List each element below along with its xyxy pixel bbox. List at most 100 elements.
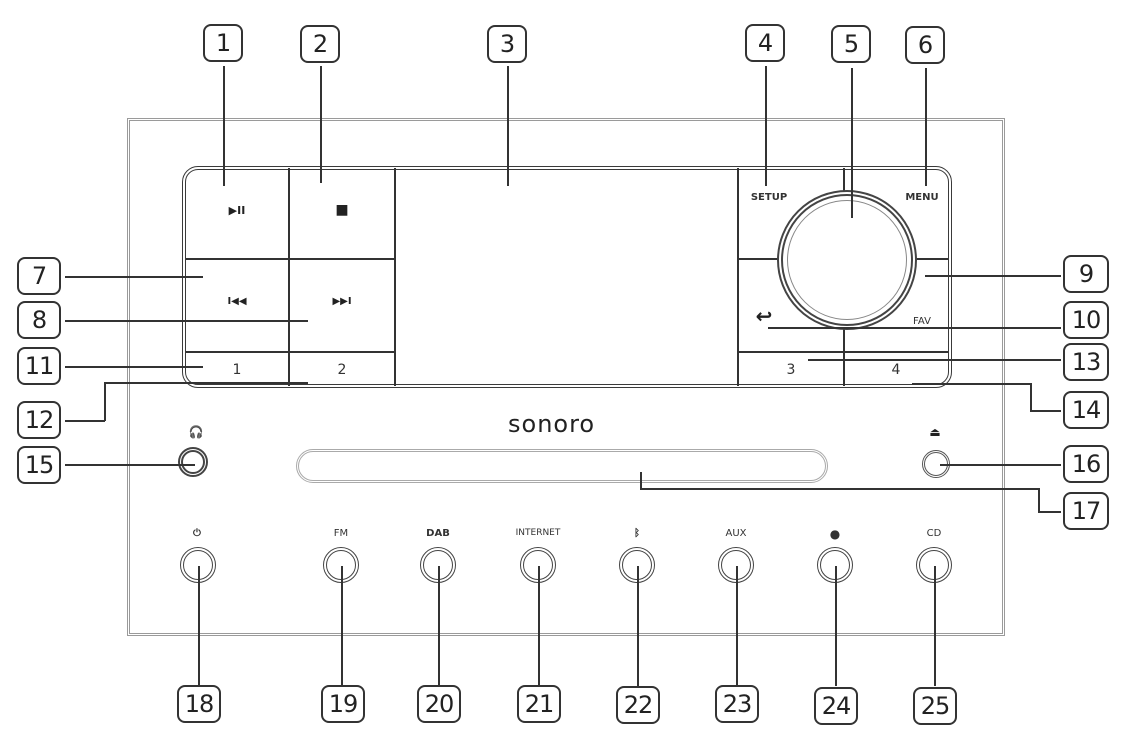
back-button[interactable]: ↩ (739, 260, 799, 351)
callout-12: 12 (17, 401, 61, 439)
setup-button[interactable]: SETUP (739, 168, 799, 258)
panel-divider (186, 258, 394, 260)
panel-divider (912, 258, 948, 260)
eject-button[interactable] (922, 450, 950, 478)
next-button[interactable]: ▶▶I (290, 260, 394, 351)
panel-divider (843, 328, 845, 386)
leader-line-25 (934, 566, 936, 686)
device-front-frame (127, 118, 1005, 636)
callout-19: 19 (321, 685, 365, 723)
callout-13: 13 (1063, 343, 1109, 381)
callout-23: 23 (715, 685, 759, 723)
leader-line-5 (851, 68, 853, 218)
callout-3: 3 (487, 25, 527, 63)
fav-label: FAV (913, 316, 931, 327)
callout-18: 18 (177, 685, 221, 723)
sonoro-logo: sonoro (508, 410, 596, 438)
panel-divider (737, 258, 782, 260)
leader-line-15 (65, 464, 195, 466)
leader-line-23 (736, 566, 738, 686)
callout-16: 16 (1063, 445, 1109, 483)
leader-line-4 (765, 66, 767, 186)
stop-icon: ■ (335, 202, 349, 218)
callout-2: 2 (300, 25, 340, 63)
callout-25: 25 (913, 687, 957, 725)
leader-line-17 (1038, 488, 1040, 512)
cd-slot[interactable] (296, 449, 828, 483)
internet-label: INTERNET (515, 528, 561, 538)
panel-divider (737, 351, 948, 353)
leader-line-14 (1030, 410, 1061, 412)
callout-1: 1 (203, 24, 243, 62)
callout-21: 21 (517, 685, 561, 723)
dab-label: DAB (426, 528, 450, 539)
setup-label: SETUP (750, 192, 788, 203)
back-arrow-icon: ↩ (755, 304, 773, 328)
leader-line-13 (808, 359, 1061, 361)
leader-line-12 (65, 420, 105, 422)
callout-8: 8 (17, 301, 61, 339)
panel-divider (186, 351, 394, 353)
leader-line-2 (320, 66, 322, 183)
leader-line-14 (1030, 383, 1032, 411)
leader-line-17 (640, 472, 642, 489)
leader-line-8 (65, 320, 308, 322)
bluetooth-icon: ᛒ (634, 528, 640, 539)
preset-1-button[interactable]: 1 (186, 353, 288, 386)
preset-3-label: 3 (786, 362, 796, 378)
callout-10: 10 (1063, 301, 1109, 339)
navigation-knob[interactable] (777, 190, 917, 330)
preset-4-label: 4 (891, 362, 901, 378)
leader-line-14 (912, 383, 1031, 385)
leader-line-20 (438, 566, 440, 686)
aux-label: AUX (725, 528, 747, 539)
leader-line-19 (341, 566, 343, 686)
previous-icon: I◀◀ (227, 296, 247, 307)
callout-11: 11 (17, 347, 61, 385)
leader-line-7 (65, 276, 203, 278)
eject-icon: ⏏ (929, 425, 941, 439)
callout-22: 22 (616, 686, 660, 724)
preset-1-label: 1 (232, 362, 242, 378)
right-button[interactable] (912, 260, 948, 351)
leader-line-24 (835, 566, 837, 686)
previous-button[interactable]: I◀◀ (186, 260, 288, 351)
headphone-icon: 🎧 (188, 425, 204, 439)
menu-button[interactable]: MENU (892, 168, 948, 258)
leader-line-11 (65, 366, 203, 368)
record-icon: ● (829, 527, 841, 541)
callout-7: 7 (17, 257, 61, 295)
preset-2-label: 2 (337, 362, 347, 378)
display (396, 168, 737, 386)
preset-4-button[interactable]: 4 (845, 353, 948, 386)
leader-line-10 (768, 327, 1061, 329)
power-icon: ⏻ (193, 528, 201, 539)
leader-line-16 (940, 464, 1061, 466)
leader-line-9 (925, 275, 1061, 277)
callout-20: 20 (417, 685, 461, 723)
cd-label: CD (926, 528, 942, 539)
leader-line-17 (640, 488, 1039, 490)
callout-9: 9 (1063, 255, 1109, 293)
leader-line-3 (507, 66, 509, 186)
play-pause-icon: ▶II (228, 204, 246, 217)
callout-6: 6 (905, 26, 945, 64)
callout-5: 5 (831, 25, 871, 63)
panel-divider (288, 168, 290, 386)
preset-3-button[interactable]: 3 (739, 353, 843, 386)
fm-label: FM (333, 528, 349, 539)
stop-button[interactable]: ■ (290, 168, 394, 258)
leader-line-21 (538, 566, 540, 686)
leader-line-6 (925, 68, 927, 186)
menu-label: MENU (905, 192, 939, 203)
play-pause-button[interactable]: ▶II (186, 168, 288, 258)
leader-line-12 (104, 382, 308, 384)
callout-15: 15 (17, 446, 61, 484)
leader-line-12 (104, 382, 106, 421)
headphone-jack[interactable] (178, 447, 208, 477)
leader-line-1 (223, 66, 225, 186)
preset-2-button[interactable]: 2 (290, 353, 394, 386)
callout-17: 17 (1063, 492, 1109, 530)
panel-divider (843, 168, 845, 192)
next-icon: ▶▶I (332, 296, 352, 307)
